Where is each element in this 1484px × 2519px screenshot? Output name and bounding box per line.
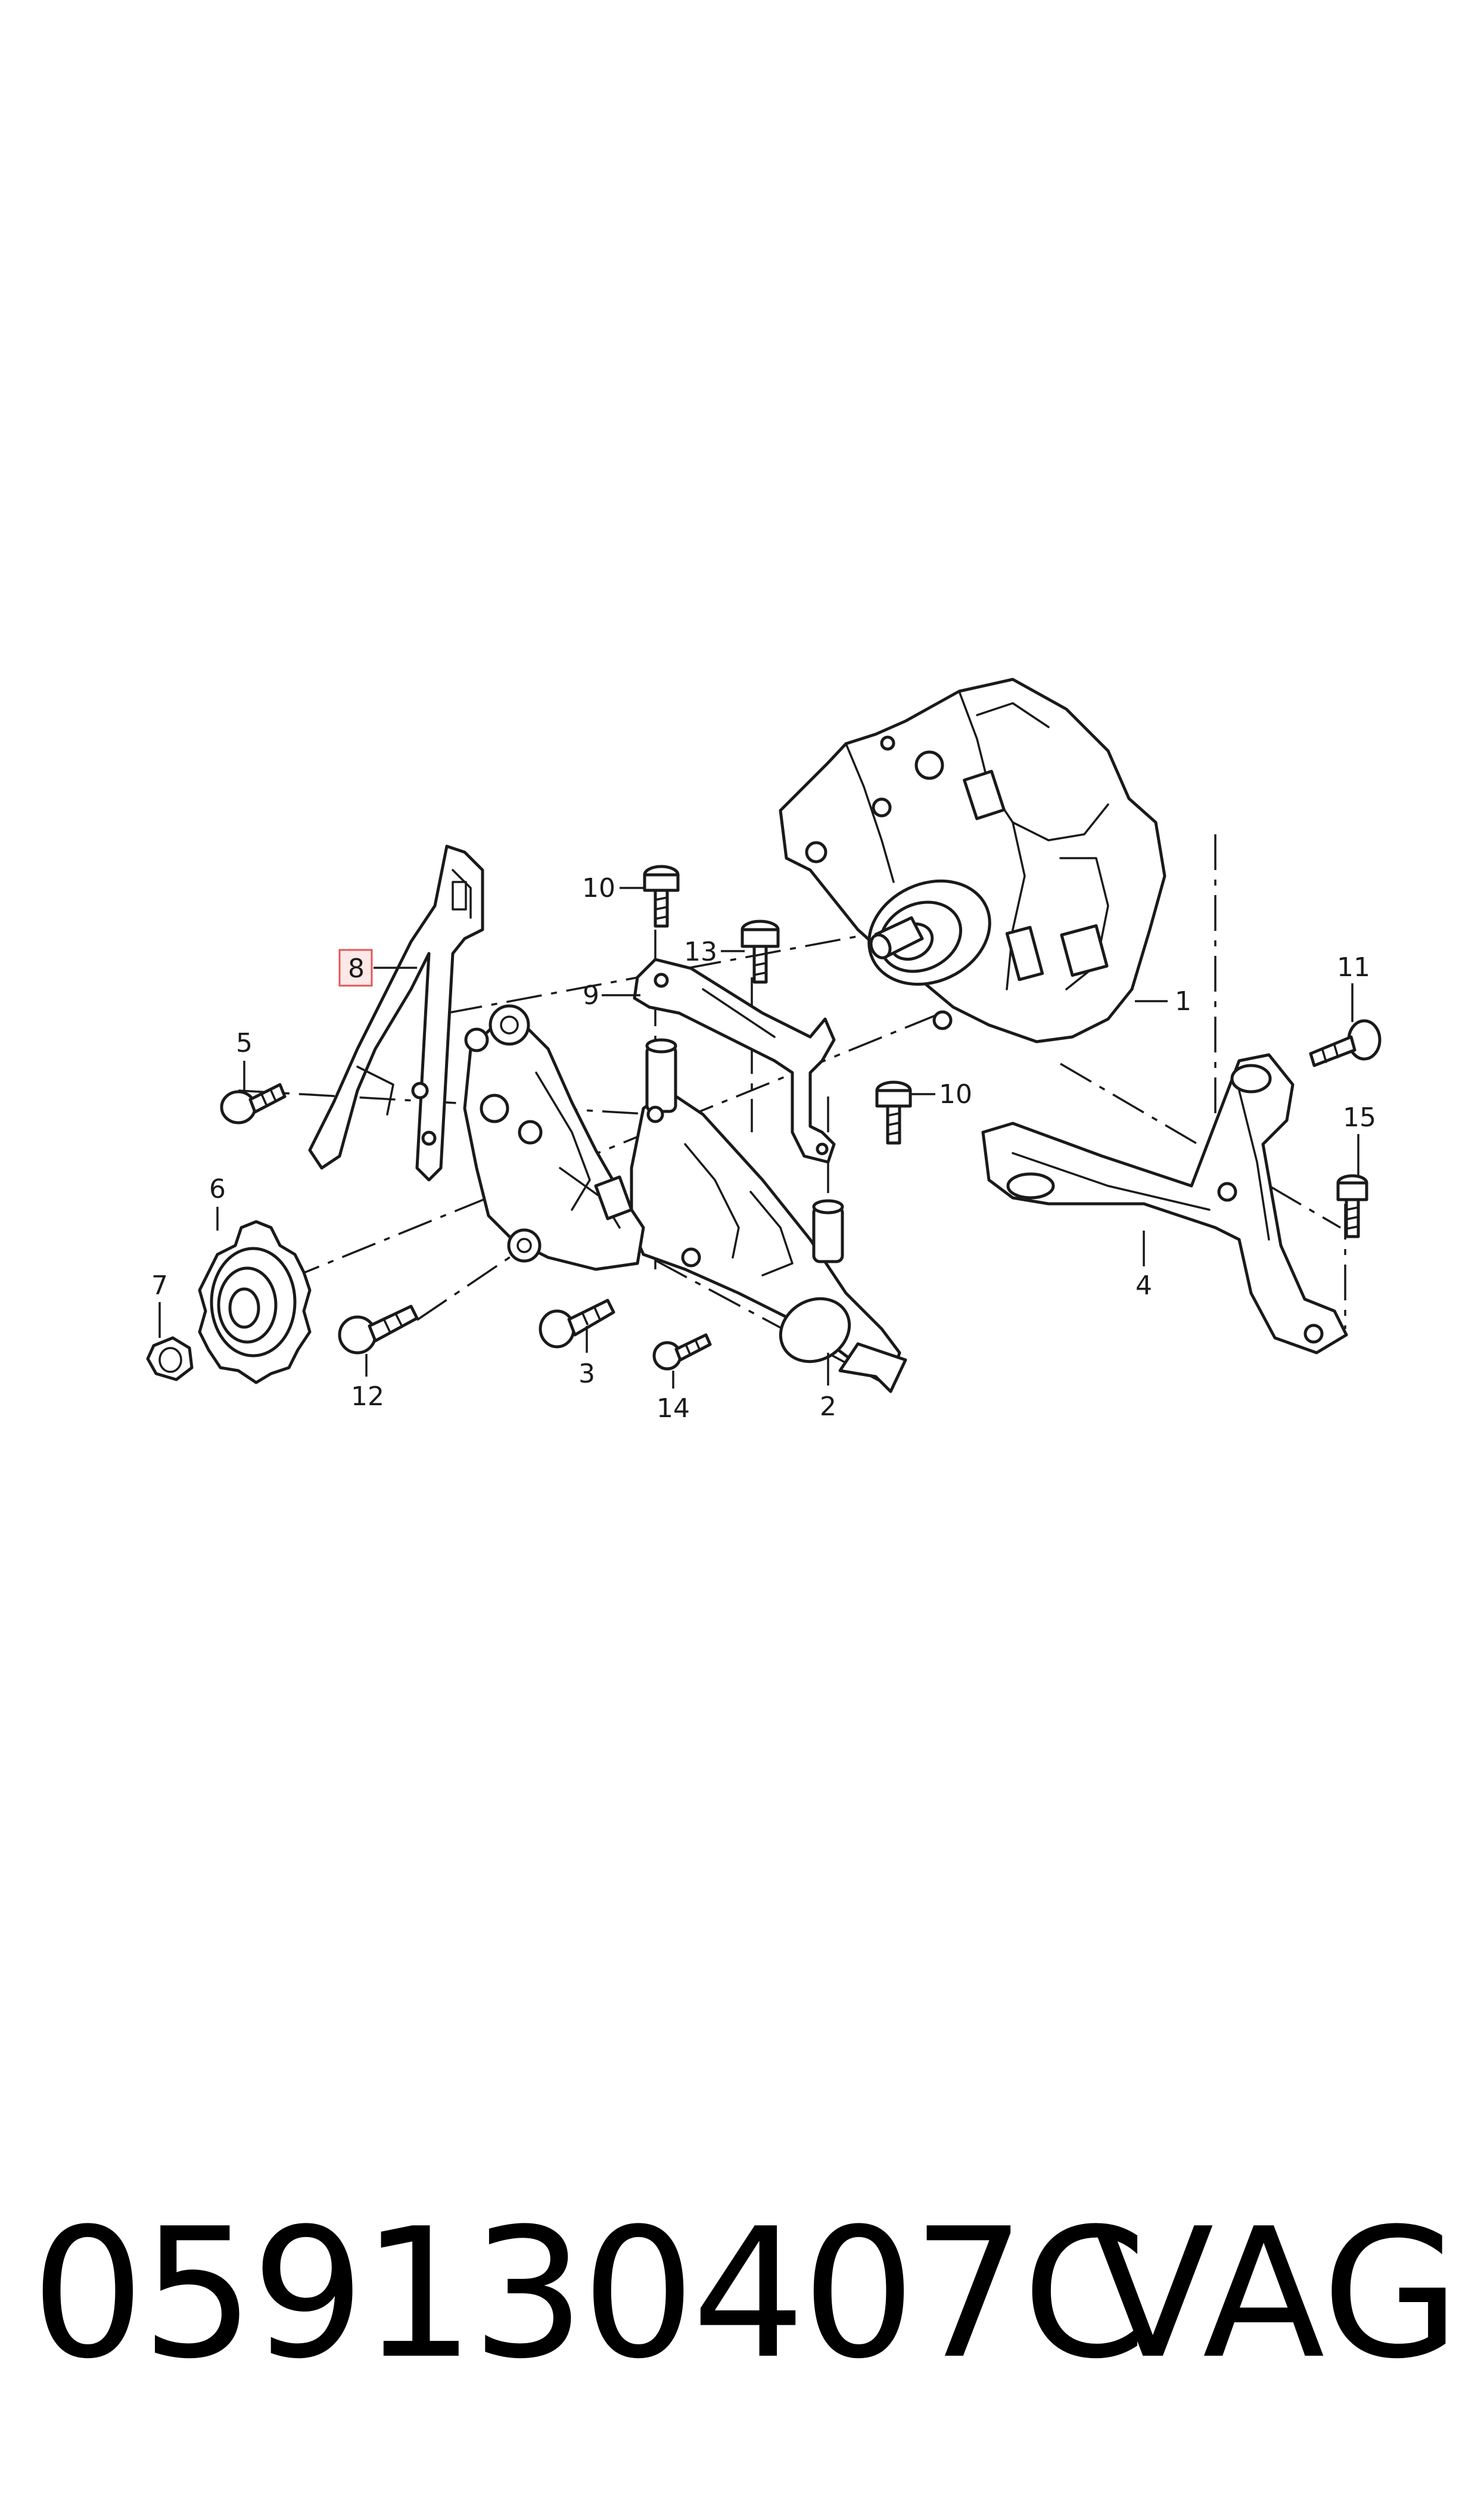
callout-3: 3 — [578, 1359, 595, 1389]
callout-6: 6 — [209, 1174, 226, 1204]
bolt-14 — [652, 1333, 712, 1371]
callout-7: 7 — [151, 1271, 168, 1301]
callout-4: 4 — [1135, 1271, 1152, 1301]
callout-5: 5 — [236, 1028, 253, 1058]
bolt-15 — [1336, 1174, 1368, 1238]
bolt-11 — [1309, 1019, 1382, 1067]
hex-nut — [146, 1336, 194, 1381]
callout-8-highlight-box — [338, 949, 373, 987]
callout-labels: 1 2 3 4 5 6 7 8 9 10 10 11 12 13 14 15 — [151, 873, 1376, 1424]
callout-11: 11 — [1337, 952, 1370, 983]
mounting-plate — [463, 1004, 645, 1271]
callout-1: 1 — [1175, 986, 1191, 1017]
part-number: 059130407C — [31, 2190, 1147, 2398]
sensor-bracket — [308, 844, 484, 1182]
engine-bracket — [981, 1053, 1348, 1355]
high-pressure-pump — [779, 678, 1166, 1043]
callout-leaders — [158, 887, 1359, 1389]
bolt-12 — [338, 1304, 419, 1355]
clamp-bracket — [633, 958, 836, 1164]
brand-label: VAG — [1091, 2190, 1460, 2398]
callout-9: 9 — [583, 980, 599, 1011]
callout-12: 12 — [351, 1381, 384, 1412]
callout-15: 15 — [1343, 1102, 1376, 1133]
callout-8: 8 — [348, 953, 365, 984]
bolt-5 — [220, 1083, 287, 1125]
callout-13: 13 — [684, 937, 717, 967]
bolt-13 — [741, 920, 780, 984]
callout-2: 2 — [820, 1391, 836, 1422]
sprocket — [198, 1220, 312, 1384]
callout-10-top: 10 — [582, 873, 615, 903]
bolt-3 — [539, 1299, 615, 1349]
support-bracket — [630, 1038, 907, 1393]
bolt-10-top — [643, 865, 680, 928]
callout-14: 14 — [657, 1393, 690, 1424]
callout-10-right: 10 — [939, 1079, 972, 1110]
bolt-10-right — [875, 1080, 912, 1145]
